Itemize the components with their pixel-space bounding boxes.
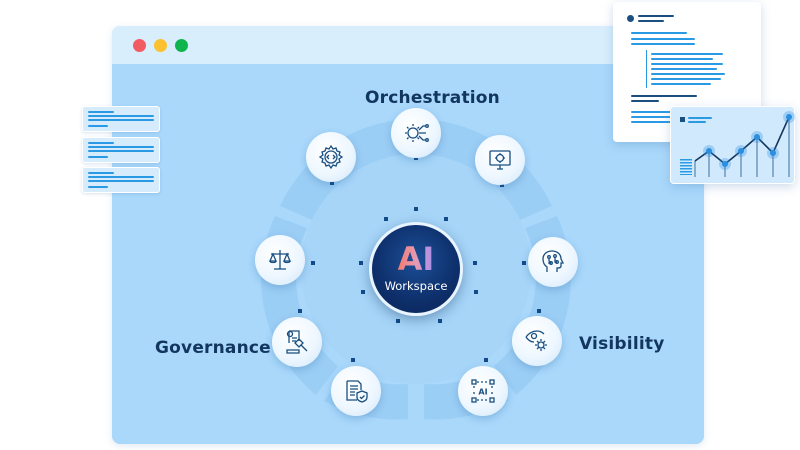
gavel-document-icon: [286, 330, 308, 354]
window-titlebar: [112, 26, 704, 64]
scales-of-justice-icon: [269, 250, 291, 270]
document-shield-icon: [346, 380, 368, 403]
ai-selection-frame-icon: AI: [471, 379, 495, 403]
connector-dots: [298, 156, 541, 362]
node-ai-head[interactable]: [528, 237, 578, 287]
node-scales[interactable]: [255, 235, 305, 285]
chart-card: [670, 106, 795, 184]
line-chart: [694, 111, 795, 177]
hub-subtitle: Workspace: [384, 279, 448, 293]
gear-network-icon: [405, 124, 429, 142]
node-ai-frame[interactable]: AI: [458, 366, 508, 416]
minimize-window-button[interactable]: [154, 39, 167, 52]
node-code-gear[interactable]: [306, 132, 356, 182]
info-card-3: [82, 167, 160, 193]
doc-bullet-icon: [627, 15, 634, 22]
section-label-orchestration: Orchestration: [365, 88, 500, 108]
monitor-gear-icon: [489, 150, 511, 170]
info-card-1: [82, 106, 160, 132]
close-window-button[interactable]: [133, 39, 146, 52]
eye-gear-icon: [525, 330, 547, 351]
node-gavel-document[interactable]: [272, 317, 322, 367]
node-eye-gear[interactable]: [512, 316, 562, 366]
maximize-window-button[interactable]: [175, 39, 188, 52]
ai-brain-head-icon: [542, 250, 565, 272]
section-label-visibility: Visibility: [579, 334, 665, 354]
node-gear-network[interactable]: [391, 108, 441, 158]
section-label-governance: Governance: [155, 338, 271, 358]
node-monitor-gear[interactable]: [475, 135, 525, 185]
node-document-shield[interactable]: [331, 366, 381, 416]
hub-title: AI: [397, 240, 435, 278]
ai-workspace-hub[interactable]: AI Workspace: [369, 222, 463, 316]
gear-code-icon: [318, 144, 344, 170]
svg-text:AI: AI: [478, 388, 487, 397]
info-card-2: [82, 137, 160, 163]
